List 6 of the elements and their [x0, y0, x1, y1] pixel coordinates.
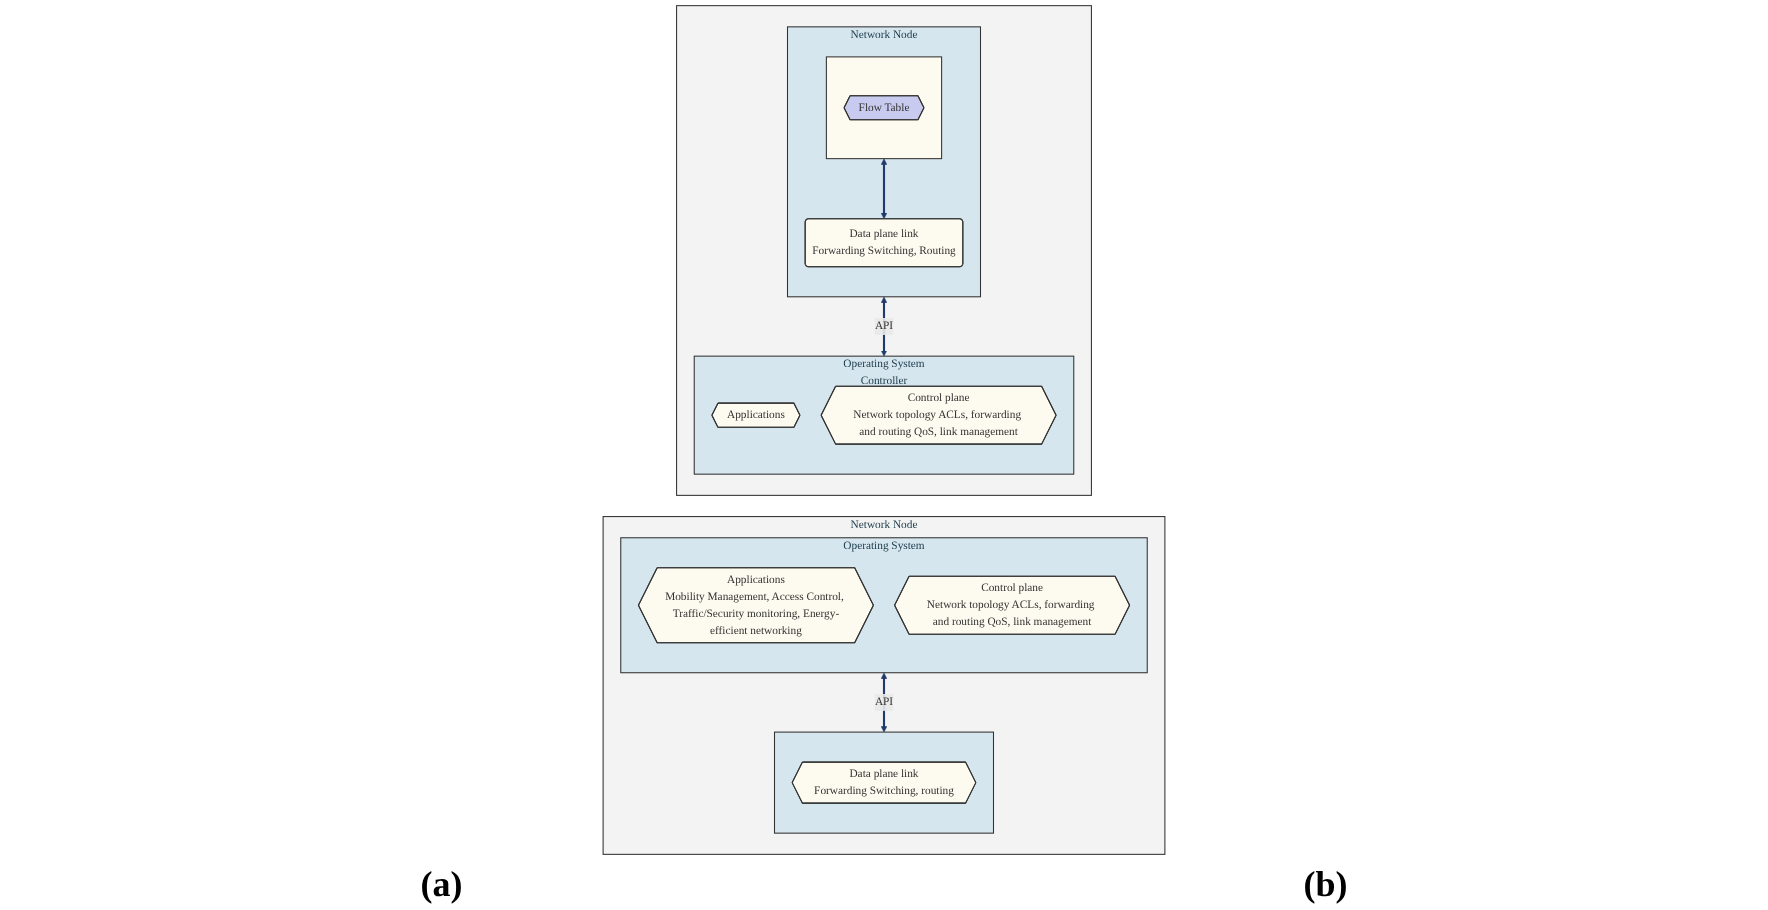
- panel-label: (a): [420, 864, 463, 906]
- arrow: [880, 158, 888, 219]
- cluster: [774, 731, 994, 834]
- cluster: [676, 5, 1092, 496]
- panel-label: (b): [1303, 864, 1348, 906]
- cluster: [825, 56, 943, 160]
